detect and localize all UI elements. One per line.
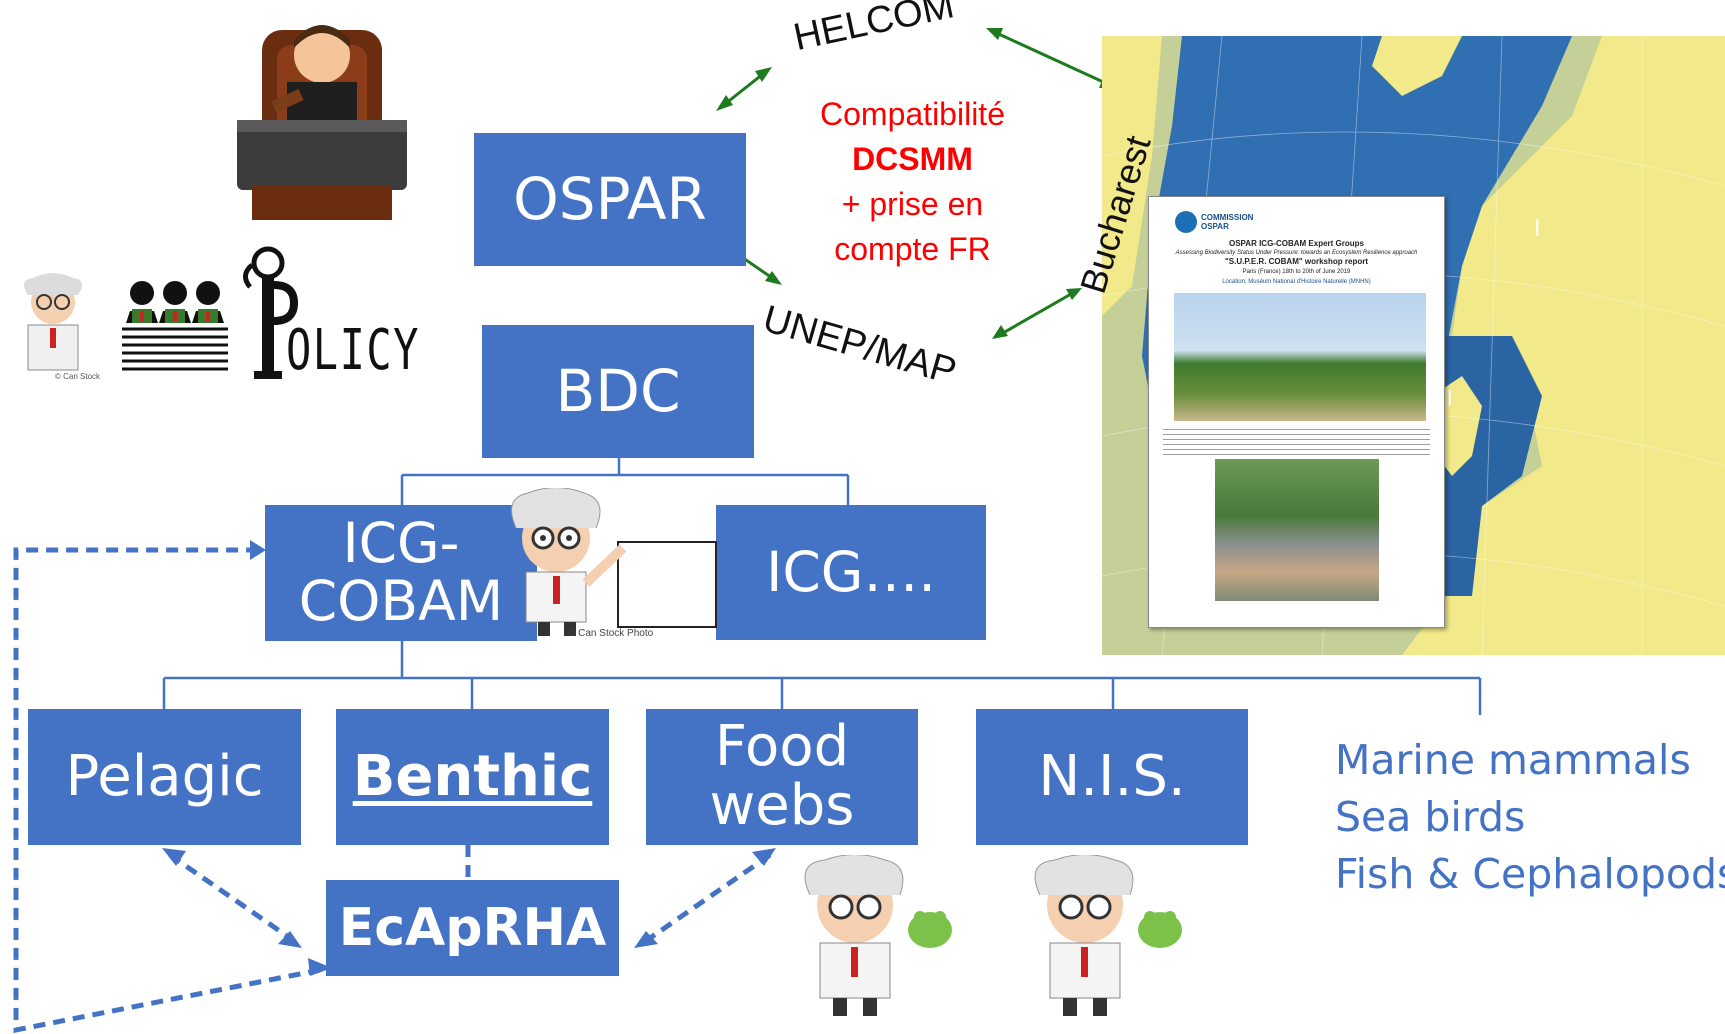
compat-line: compte FR <box>834 231 991 267</box>
report-location: Location: Muséum National d'Histoire Nat… <box>1222 279 1371 285</box>
food-webs-box: Food webs <box>646 709 918 845</box>
report-title: OSPAR ICG-COBAM Expert Groups <box>1229 239 1364 248</box>
policy-text: OLICY <box>286 318 420 383</box>
policy-figure-icon <box>243 246 299 379</box>
species-item: Sea birds <box>1335 793 1526 841</box>
nis-box: N.I.S. <box>976 709 1248 845</box>
museum-photo <box>1174 293 1426 421</box>
ospar-box: OSPAR <box>474 133 746 266</box>
watermark: © Can Stock <box>55 372 101 381</box>
icg-other-box: ICG…. <box>716 505 986 640</box>
ospar-logo-text: COMMISSION OSPAR <box>1201 213 1254 231</box>
species-groups-list: Marine mammals Sea birds Fish & Cephalop… <box>1335 732 1725 903</box>
report-body-text <box>1163 427 1430 455</box>
report-date: Paris (France) 18th to 20th of June 2019 <box>1242 269 1351 275</box>
compat-line: + prise en <box>841 186 984 222</box>
committee-clipart <box>122 281 228 371</box>
species-item: Marine mammals <box>1335 736 1691 784</box>
species-item: Fish & Cephalopods <box>1335 850 1725 898</box>
ospar-logo-icon <box>1175 211 1197 233</box>
compatibility-note: Compatibilité DCSMM + prise en compte FR <box>790 92 1035 272</box>
workshop-report-document: COMMISSION OSPAR OSPAR ICG-COBAM Expert … <box>1148 196 1445 628</box>
report-header: OSPAR ICG-COBAM Expert Groups Assessing … <box>1159 239 1434 287</box>
benthic-box: Benthic <box>336 709 609 845</box>
map-region-label: I <box>1534 217 1541 242</box>
ecaprha-box: EcApRHA <box>326 880 619 976</box>
compat-line-bold: DCSMM <box>852 141 973 177</box>
scientist-clipart <box>24 273 82 371</box>
watermark: © Can Stock Photo <box>568 628 654 639</box>
bdc-box: BDC <box>482 325 754 458</box>
judge-clipart <box>237 25 407 220</box>
scientist-board-clipart <box>511 488 717 636</box>
scientist-frog-clipart <box>804 855 952 1016</box>
pelagic-box: Pelagic <box>28 709 301 845</box>
compat-line: Compatibilité <box>820 96 1005 132</box>
scientist-frog-clipart <box>1034 855 1182 1016</box>
report-subtitle: Assessing Biodiversity Status Under Pres… <box>1175 250 1418 256</box>
report-name: "S.U.P.E.R. COBAM" workshop report <box>1224 257 1368 266</box>
icg-cobam-box: ICG- COBAM <box>265 505 537 641</box>
group-photo <box>1215 459 1379 601</box>
